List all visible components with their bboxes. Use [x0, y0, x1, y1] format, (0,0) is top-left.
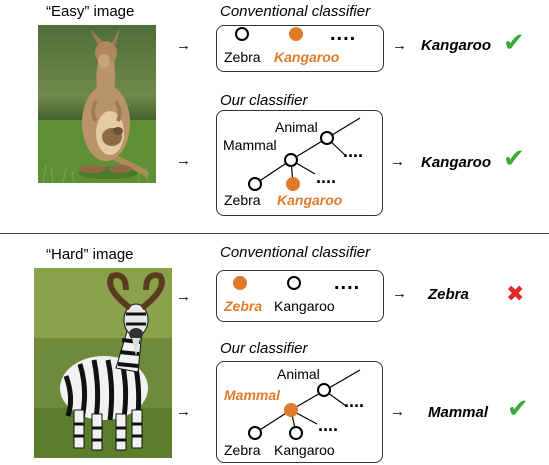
our-classifier-title: Our classifier — [220, 340, 308, 357]
arrow-easy-to-ours: → — [176, 152, 191, 169]
arrow-easy-to-conventional: → — [176, 37, 191, 54]
arrow-conventional-to-result: → — [392, 37, 407, 54]
animal-node — [317, 383, 331, 397]
zebra-hybrid-photo — [34, 268, 172, 458]
our-classifier-box — [216, 110, 383, 216]
conventional-classifier-title: Conventional classifier — [220, 3, 371, 20]
animal-label: Animal — [275, 119, 318, 135]
animal-label: Animal — [277, 366, 320, 382]
ours-result: Mammal — [428, 404, 489, 421]
more-classes-dots: .... — [330, 23, 357, 45]
zebra-node-highlighted — [233, 276, 247, 290]
section-divider — [0, 233, 549, 234]
zebra-node — [235, 27, 249, 41]
more-classes-dots-2: .... — [316, 167, 337, 187]
ours-result: Kangaroo — [421, 154, 492, 171]
zebra-hybrid-illustration — [34, 268, 172, 458]
mammal-label: Mammal — [223, 137, 277, 153]
zebra-node — [248, 426, 262, 440]
more-classes-dots-2: .... — [318, 415, 339, 435]
easy-image-caption: “Easy” image — [46, 3, 135, 20]
more-classes-dots-1: .... — [343, 141, 364, 161]
arrow-hard-to-ours: → — [176, 403, 191, 420]
kangaroo-photo — [38, 25, 156, 183]
mammal-node — [284, 153, 298, 167]
zebra-node — [248, 177, 262, 191]
kangaroo-label-highlighted: Kangaroo — [274, 49, 340, 65]
our-classifier-title: Our classifier — [220, 92, 308, 109]
kangaroo-node-highlighted — [286, 177, 300, 191]
arrow-hard-to-conventional: → — [176, 288, 191, 305]
conventional-result: Kangaroo — [421, 37, 492, 54]
zebra-label: Zebra — [224, 442, 261, 458]
zebra-label: Zebra — [224, 49, 261, 65]
conventional-result: Zebra — [428, 286, 469, 303]
hard-image-caption: “Hard” image — [46, 246, 134, 263]
our-classifier-box — [216, 361, 383, 463]
kangaroo-node — [287, 276, 301, 290]
check-icon: ✔ — [503, 143, 525, 173]
kangaroo-node-highlighted — [289, 27, 303, 41]
zebra-label: Zebra — [224, 192, 261, 208]
mammal-label-highlighted: Mammal — [224, 387, 281, 403]
zebra-label-highlighted: Zebra — [224, 298, 263, 314]
cross-icon: ✖ — [506, 281, 525, 306]
kangaroo-label-highlighted: Kangaroo — [277, 192, 343, 208]
kangaroo-label: Kangaroo — [274, 442, 335, 458]
more-classes-dots: .... — [334, 272, 361, 294]
animal-node — [320, 131, 334, 145]
arrow-conventional-to-result: → — [392, 285, 407, 302]
kangaroo-illustration — [38, 25, 156, 183]
kangaroo-node — [289, 426, 303, 440]
kangaroo-label: Kangaroo — [274, 298, 335, 314]
more-classes-dots-1: .... — [344, 391, 365, 411]
mammal-node-highlighted — [284, 403, 298, 417]
arrow-ours-to-result: → — [390, 403, 405, 420]
conventional-classifier-title: Conventional classifier — [220, 244, 371, 261]
check-icon: ✔ — [507, 393, 529, 423]
arrow-ours-to-result: → — [390, 153, 405, 170]
check-icon: ✔ — [503, 27, 525, 57]
